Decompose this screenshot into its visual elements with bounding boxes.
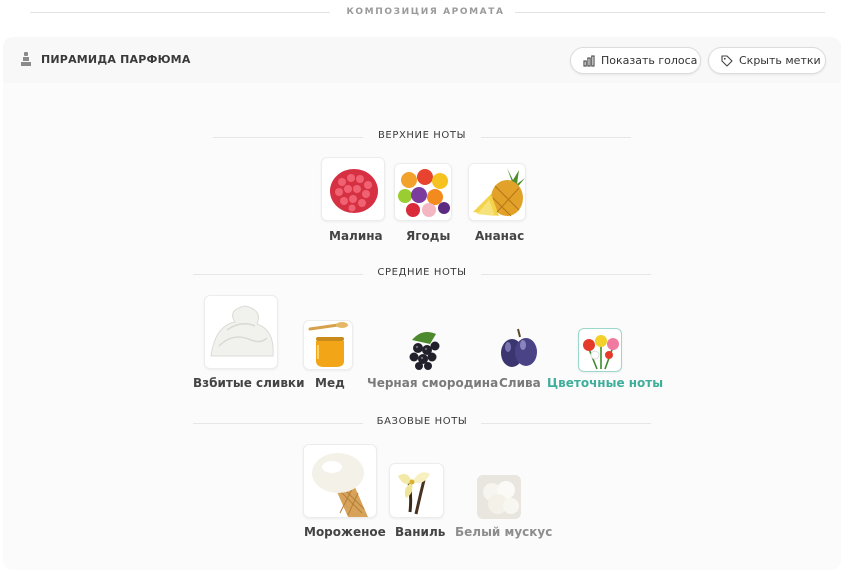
tier-title: БАЗОВЫЕ НОТЫ — [376, 416, 468, 427]
tier-divider — [481, 274, 651, 275]
ice-cream-icon — [303, 444, 377, 518]
note-label: Белый мускус — [455, 525, 553, 539]
heading-divider-right — [515, 12, 825, 13]
tier-heading-middle: СРЕДНИЕ НОТЫ — [3, 267, 841, 281]
tier-divider — [193, 274, 363, 275]
tier-divider — [481, 423, 651, 424]
tier-divider — [213, 137, 363, 138]
note-label: Малина — [329, 229, 383, 243]
flowers-icon — [578, 328, 622, 372]
pyramid-area: ВЕРХНИЕ НОТЫ Малина — [3, 83, 841, 570]
show-votes-label: Показать голоса — [601, 54, 698, 67]
bar-chart-icon — [583, 54, 595, 67]
note-label: Цветочные ноты — [547, 376, 664, 390]
show-votes-button[interactable]: Показать голоса — [570, 47, 701, 74]
note-label: Ягоды — [406, 229, 451, 243]
note-label: Ананас — [475, 229, 525, 243]
card-title: ПИРАМИДА ПАРФЮМА — [41, 53, 191, 66]
tier-divider — [193, 423, 363, 424]
raspberry-icon — [321, 157, 385, 221]
tier-title: ВЕРХНИЕ НОТЫ — [377, 130, 467, 141]
note-label: Ваниль — [395, 525, 446, 539]
berries-icon — [394, 163, 452, 221]
perfume-pyramid-card: ПИРАМИДА ПАРФЮМА Показать голоса Скрыть … — [3, 37, 841, 570]
white-musk-icon — [477, 475, 521, 519]
section-title: КОМПОЗИЦИЯ АРОМАТА — [346, 7, 505, 17]
tier-heading-base: БАЗОВЫЕ НОТЫ — [3, 416, 841, 430]
tag-icon — [721, 54, 733, 67]
honey-icon — [303, 320, 353, 370]
section-heading: КОМПОЗИЦИЯ АРОМАТА — [0, 0, 851, 26]
tier-divider — [481, 137, 631, 138]
plum-icon — [495, 324, 541, 370]
pineapple-icon — [468, 163, 526, 221]
hide-tags-label: Скрыть метки — [739, 54, 821, 67]
note-label: Мороженое — [304, 525, 386, 539]
note-label: Взбитые сливки — [193, 376, 305, 390]
tier-heading-top: ВЕРХНИЕ НОТЫ — [3, 130, 841, 144]
note-label: Слива — [499, 376, 541, 390]
whipped-cream-icon — [204, 295, 278, 369]
note-label: Черная смородина — [367, 376, 499, 390]
note-label: Мед — [315, 376, 345, 390]
hide-tags-button[interactable]: Скрыть метки — [708, 47, 826, 74]
blackcurrant-icon — [401, 325, 447, 371]
heading-divider-left — [30, 12, 330, 13]
pyramid-icon — [21, 52, 31, 66]
tier-title: СРЕДНИЕ НОТЫ — [377, 267, 467, 278]
card-header: ПИРАМИДА ПАРФЮМА Показать голоса Скрыть … — [3, 37, 841, 83]
vanilla-icon — [389, 463, 444, 518]
